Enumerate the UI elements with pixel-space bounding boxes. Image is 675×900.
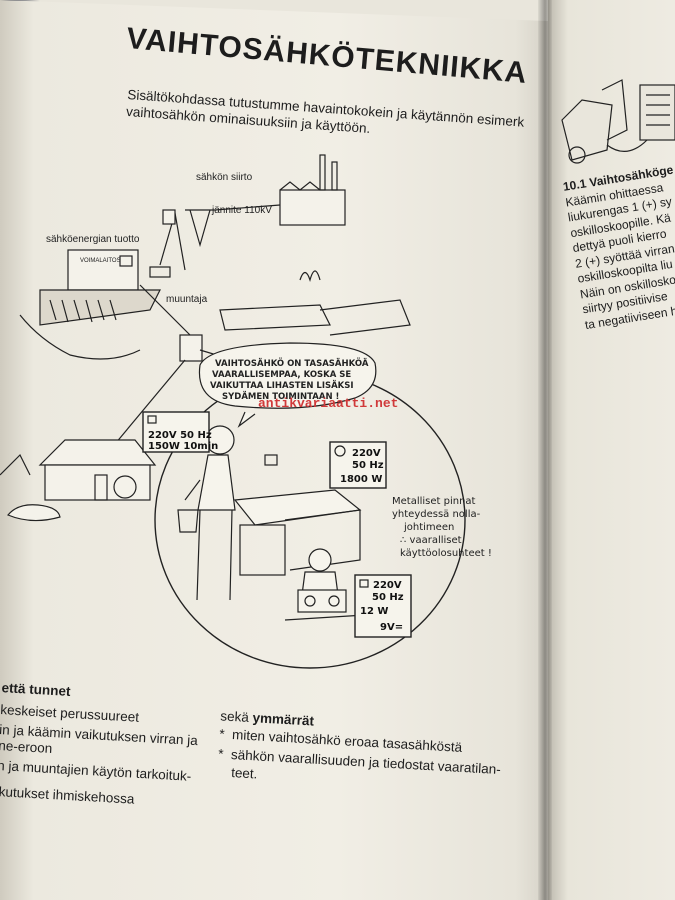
radio-rating-line-2: 50 Hz [372, 592, 404, 603]
bullet-2: * [217, 746, 224, 762]
right-heading-bold: ymmärrät [252, 710, 315, 729]
electricity-illustration: sähkön siirto jännite 110kV sähköenergia… [0, 154, 492, 669]
radio-speaker-left [304, 595, 316, 607]
slip-ring [568, 146, 586, 164]
mixer-rating-line-1: 220V 50 Hz [148, 430, 212, 441]
right-objective-2-cont: teet. [230, 765, 258, 782]
right-heading-prefix: sekä [219, 708, 253, 726]
floor-line [284, 614, 366, 621]
kitchen-counter [233, 489, 362, 526]
watermark: antikvariaatti.net [258, 396, 399, 411]
label-production: sähköenergian tuotto [46, 234, 140, 245]
oscilloscope-lead [606, 139, 648, 152]
label-power-plant: VOIMALAITOS [80, 258, 121, 264]
left-objective-5: ikutukset ihmiskehossa [0, 783, 135, 807]
house-door [94, 474, 108, 501]
warning-sign [162, 209, 176, 225]
factory-chimney-1 [319, 154, 326, 191]
learning-objectives: että tunnet keskeiset perussuureet in ja… [0, 680, 559, 900]
note-line-3: johtimeen [403, 522, 454, 533]
house-roof [38, 439, 157, 466]
power-plant-building [67, 249, 139, 291]
radio-rating-line-3: 12 W [360, 606, 388, 617]
note-line-4: ∴ vaaralliset [400, 535, 462, 546]
car [7, 504, 61, 522]
stove-rating-box [329, 441, 387, 489]
speech-bubble-tail [237, 411, 256, 428]
line-to-transformer [139, 284, 191, 336]
house-wall [44, 464, 151, 501]
note-line-5: käyttöolosuhteet ! [400, 548, 492, 559]
note-line-2: yhteydessä nolla- [392, 509, 481, 520]
transformer-box [179, 334, 203, 362]
book-gutter [538, 0, 552, 900]
line-to-house [109, 359, 186, 451]
factory-chimney-2 [331, 161, 338, 191]
left-objective-1: keskeiset perussuureet [0, 702, 140, 725]
label-voltage: jännite 110kV [211, 205, 272, 216]
mixer-bowl [177, 509, 199, 533]
generator-coil [561, 99, 613, 161]
label-transformer: muuntaja [166, 294, 208, 305]
stove-rating-line-1: 220V [352, 448, 381, 459]
speech-line-4: SYDÄMEN TOIMINTAAN ! [222, 391, 339, 402]
trees [299, 270, 321, 283]
speech-line-2: VAARALLISEMPAA, KOSKA SE [212, 370, 351, 380]
town-street [319, 299, 411, 336]
earth-symbol-icon [334, 445, 346, 457]
bullet-1: * [218, 726, 226, 742]
radio-insulated-icon [359, 579, 369, 588]
generator-illustration [561, 79, 675, 164]
oven [239, 524, 286, 576]
town-buildings [219, 304, 331, 331]
factory-building [279, 189, 346, 226]
radio-rating-line-1: 220V [373, 580, 402, 591]
left-objective-3: ne-eroon [0, 738, 53, 757]
woman-arm [184, 479, 201, 501]
label-transmission: sähkön siirto [196, 172, 253, 183]
stove-rating-line-3: 1800 W [340, 474, 382, 485]
power-plant-window [119, 255, 133, 267]
river-bank [19, 314, 141, 360]
generator-magnet [601, 79, 628, 141]
neighbour-house [0, 453, 31, 476]
mixer-rating-line-2: 150W 10min [148, 441, 218, 452]
speech-line-3: VAIKUTTAA LIHASTEN LISÄKSI [210, 380, 354, 391]
note-line-1: Metalliset pinnat [392, 496, 476, 507]
radio-speaker-right [328, 595, 340, 607]
transmission-tower [185, 209, 215, 248]
speech-line-1: VAIHTOSÄHKÖ ON TASASÄHKÖÄ [215, 358, 369, 369]
radio-rating-line-4: 9V= [380, 622, 403, 633]
power-line [214, 204, 281, 211]
right-objectives-heading: sekä ymmärrät [220, 708, 315, 728]
oscilloscope-grid [646, 94, 670, 126]
boy-head [308, 548, 332, 572]
left-objective-4: n ja muuntajien käytön tarkoituk- [0, 757, 192, 784]
oscilloscope [639, 84, 675, 141]
left-objectives-heading: että tunnet [1, 680, 71, 699]
double-insulated-icon [147, 415, 157, 424]
speech-bubble [198, 342, 377, 409]
woman-legs [196, 509, 233, 601]
stove-rating-line-2: 50 Hz [352, 460, 384, 471]
switchgear [149, 266, 171, 278]
factory-roof [279, 181, 321, 191]
waterfall-lines [49, 299, 117, 323]
radio-rating-box [354, 574, 412, 638]
wall-socket [264, 454, 278, 466]
mixer-rating-box [142, 411, 210, 453]
woman-body [197, 454, 236, 511]
house-highlight-circle [113, 475, 137, 499]
